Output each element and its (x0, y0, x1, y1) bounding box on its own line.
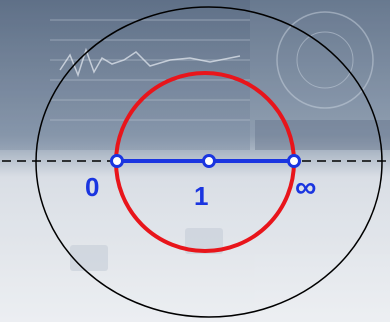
point-infinity-marker (289, 156, 300, 167)
label-one: 1 (194, 181, 208, 211)
point-zero-marker (112, 156, 123, 167)
point-one-marker (204, 156, 215, 167)
label-infinity: ∞ (295, 171, 316, 204)
label-zero: 0 (85, 172, 99, 202)
